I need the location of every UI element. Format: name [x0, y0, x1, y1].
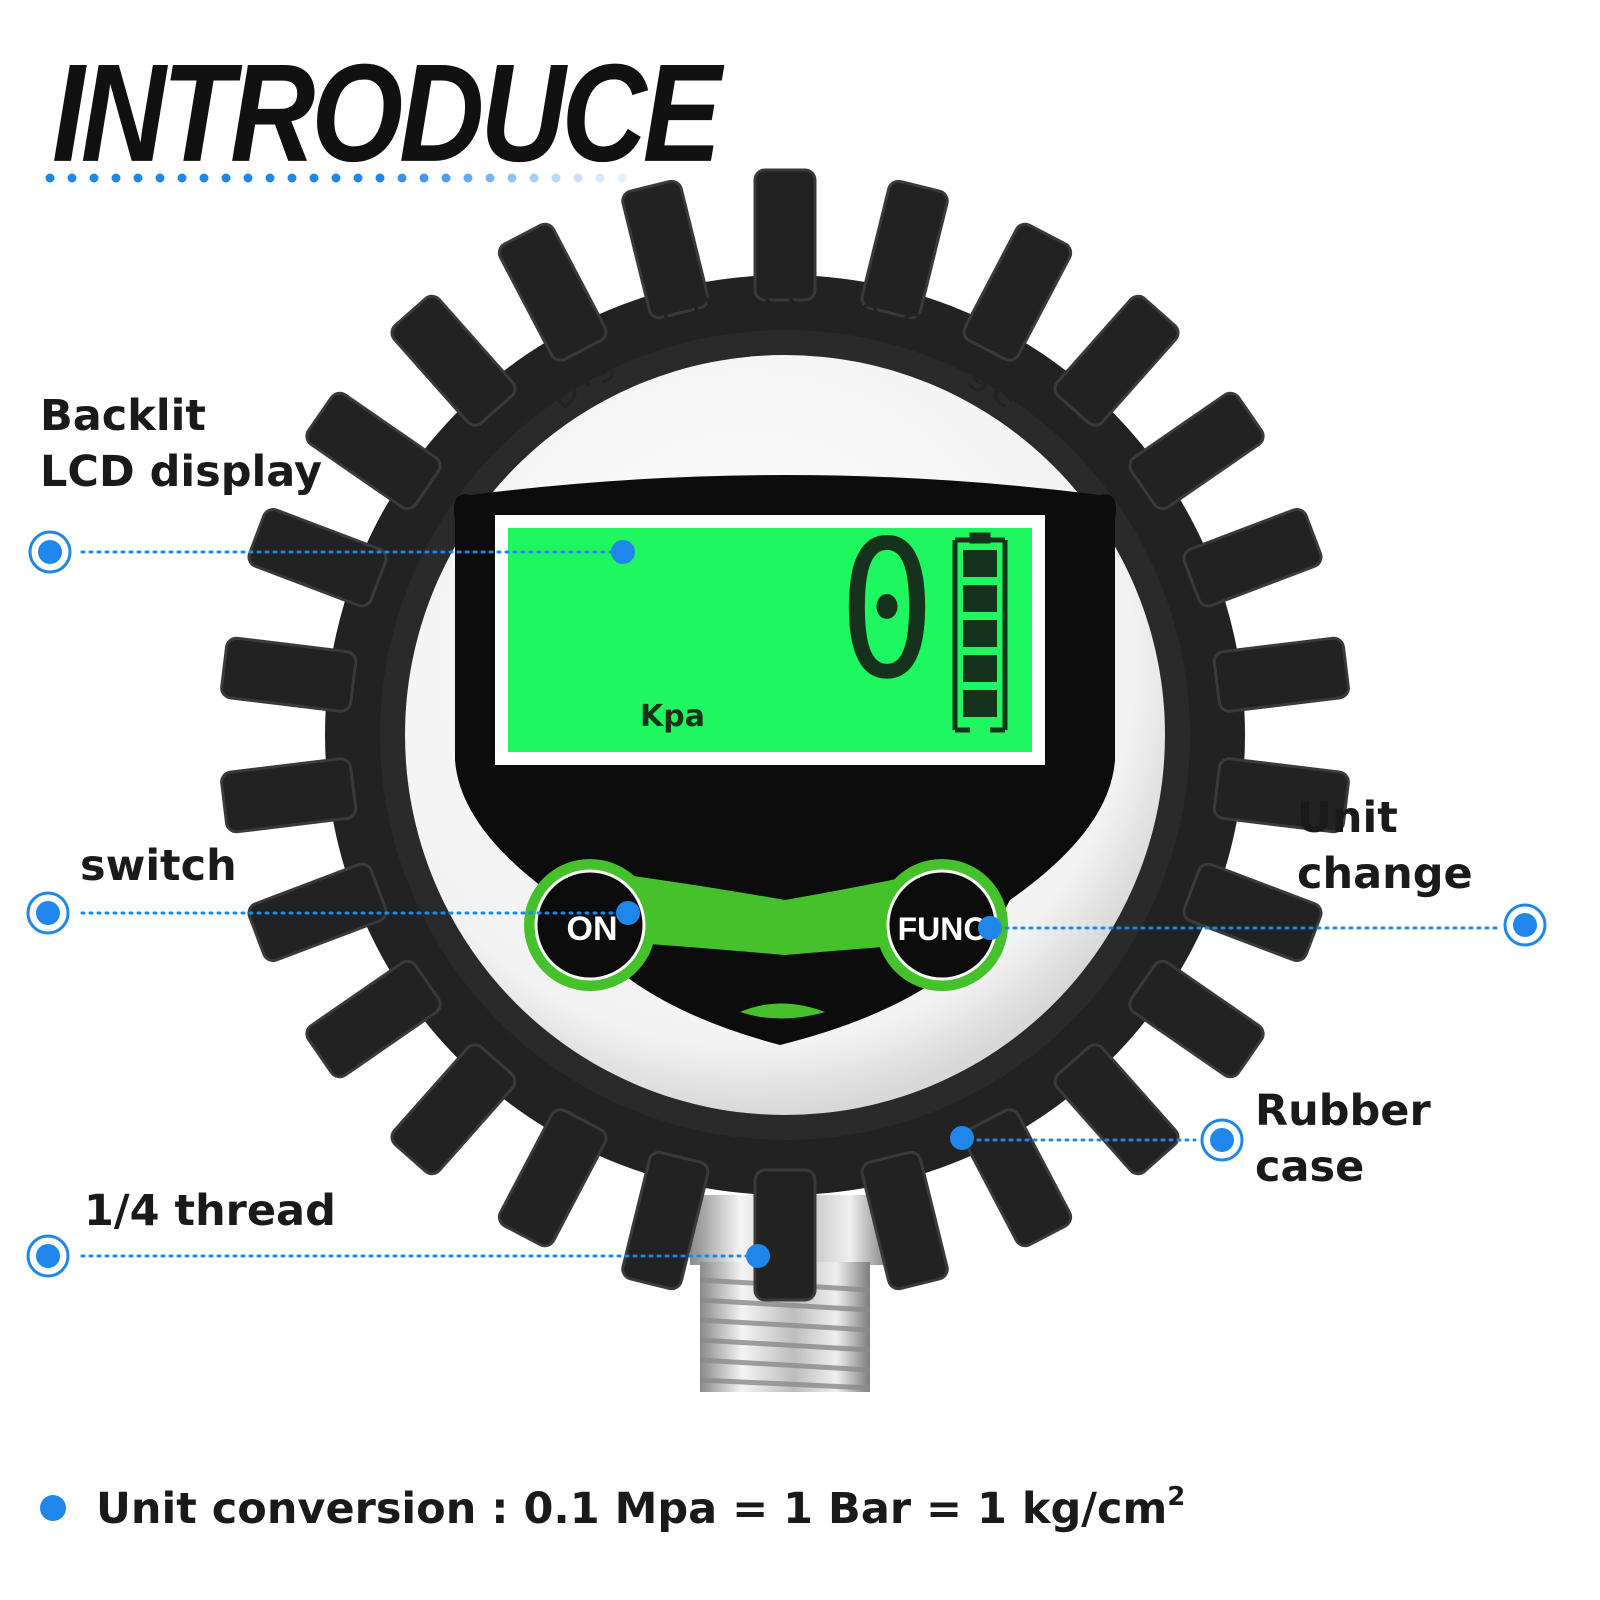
title-underline-dots [45, 173, 627, 183]
rubber-tooth [962, 1108, 1073, 1248]
rubber-tooth [247, 507, 388, 608]
marker-backlit [28, 530, 635, 574]
rubber-tooth [1182, 862, 1323, 963]
lcd-reading: 0 [838, 499, 935, 721]
callout-rubber-case: Rubber case [1255, 1086, 1431, 1192]
marker-rubber [950, 1118, 1244, 1162]
rubber-tooth [390, 294, 517, 427]
rubber-tooth [1128, 959, 1265, 1079]
page-title: INTRODUCE [52, 35, 721, 192]
on-button[interactable]: ON [524, 859, 656, 991]
callout-unit-change: Unit change [1297, 793, 1473, 899]
marker-thread [26, 1234, 770, 1278]
battery-bar [963, 585, 997, 612]
unit-conversion-note: Unit conversion : 0.1 Mpa = 1 Bar = 1 kg… [40, 1478, 1185, 1538]
rubber-tooth [621, 179, 710, 320]
rubber-tooth [753, 1168, 817, 1302]
rubber-tooth [220, 757, 358, 834]
rubber-tooth [621, 1150, 710, 1291]
rubber-tooth [1212, 636, 1350, 713]
battery-bar [963, 550, 997, 577]
func-button-label: FUNC [898, 911, 987, 947]
rubber-tooth [1053, 294, 1180, 427]
func-button[interactable]: FUNC [876, 859, 1008, 991]
lcd-screen [508, 528, 1032, 752]
rubber-tooth [1053, 1043, 1180, 1176]
rubber-tooth [753, 168, 817, 302]
rubber-tooth [860, 179, 949, 320]
lcd-unit: Kpa [640, 699, 705, 734]
marker-unit-change [978, 903, 1547, 947]
battery-bar [963, 655, 997, 682]
on-button-label: ON [567, 910, 618, 948]
battery-bar [963, 620, 997, 647]
marker-switch [26, 891, 640, 935]
unit-conversion-text: Unit conversion : 0.1 Mpa = 1 Bar = 1 kg… [96, 1484, 1168, 1534]
rubber-tooth [305, 959, 442, 1079]
rubber-tooth [220, 636, 358, 713]
callout-backlit-lcd: Backlit LCD display [40, 391, 322, 497]
battery-level [963, 550, 997, 717]
rubber-tooth [247, 862, 388, 963]
battery-icon [952, 532, 1008, 733]
rubber-tooth [1182, 507, 1323, 608]
battery-bar [963, 690, 997, 717]
rubber-tooth [860, 1150, 949, 1291]
callout-thread: 1/4 thread [84, 1186, 336, 1236]
accent-mark [740, 1003, 825, 1019]
bullet-icon [40, 1495, 66, 1521]
rubber-tooth [497, 222, 608, 362]
rubber-tooth [1212, 757, 1350, 834]
rubber-tooth [305, 391, 442, 511]
rubber-tooth [497, 1108, 608, 1248]
rubber-tooth [390, 1043, 517, 1176]
rubber-tooth [962, 222, 1073, 362]
callout-switch: switch [80, 841, 237, 891]
unit-conversion-superscript: 2 [1167, 1482, 1186, 1512]
rubber-tooth [1128, 391, 1265, 511]
